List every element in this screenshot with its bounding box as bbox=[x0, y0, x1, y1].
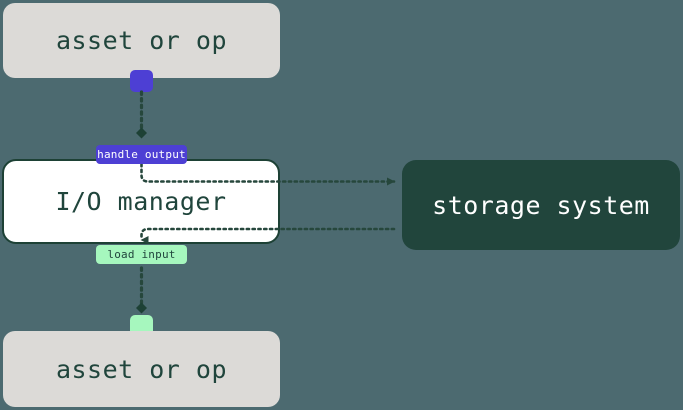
node-asset-or-op-bottom[interactable]: asset or op bbox=[3, 331, 280, 407]
node-asset-or-op-bottom-label: asset or op bbox=[55, 354, 228, 384]
node-asset-or-op-top[interactable]: asset or op bbox=[3, 3, 280, 78]
node-storage-system[interactable]: storage system bbox=[402, 160, 680, 250]
edge-label-handle-output-text: handle output bbox=[97, 148, 186, 161]
node-io-manager-label: I/O manager bbox=[55, 187, 227, 216]
edge-label-handle-output[interactable]: handle output bbox=[96, 145, 187, 164]
output-port-icon[interactable] bbox=[130, 70, 153, 92]
node-asset-or-op-top-label: asset or op bbox=[55, 26, 228, 55]
edge-label-load-input[interactable]: load input bbox=[96, 245, 187, 264]
node-storage-system-label: storage system bbox=[432, 190, 650, 220]
edge-label-load-input-text: load input bbox=[107, 248, 176, 261]
node-io-manager[interactable]: I/O manager bbox=[2, 159, 280, 244]
